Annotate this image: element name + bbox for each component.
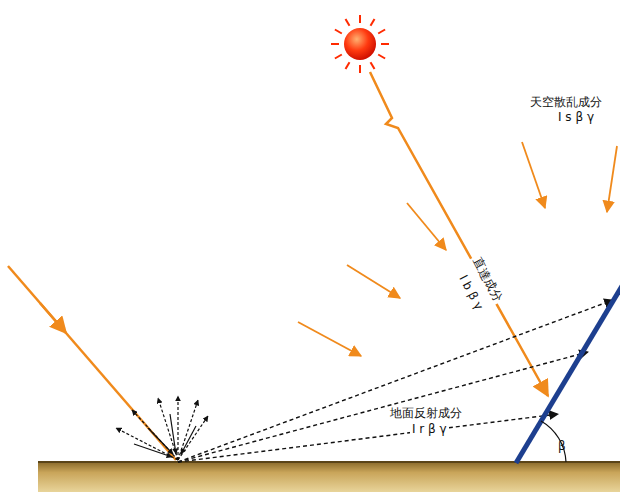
sun-ray bbox=[331, 43, 339, 45]
diffuse-arrows bbox=[298, 142, 617, 356]
sun-ray bbox=[346, 19, 350, 26]
reflection-lines bbox=[178, 300, 613, 462]
sun-ray bbox=[346, 62, 350, 69]
incident-ray-head bbox=[40, 303, 66, 333]
angle-label: β bbox=[556, 440, 568, 453]
component-label: 天空散乱成分 bbox=[528, 96, 604, 109]
sun-ray bbox=[335, 30, 342, 34]
incident-ray bbox=[8, 266, 176, 460]
symbol-label: I s β γ bbox=[556, 111, 596, 124]
sun-ray bbox=[381, 43, 389, 45]
component-label: 地面反射成分 bbox=[388, 407, 464, 420]
sun-ray bbox=[359, 65, 361, 73]
sun-ray bbox=[378, 55, 385, 59]
tilted-panel bbox=[516, 286, 620, 463]
sun-ray bbox=[371, 62, 375, 69]
symbol-label: I r β γ bbox=[410, 423, 449, 436]
ground bbox=[38, 462, 620, 492]
sun bbox=[331, 15, 389, 73]
sun-ray bbox=[335, 55, 342, 59]
sun-ray bbox=[378, 30, 385, 34]
ground-line bbox=[38, 461, 620, 463]
direct-ray bbox=[370, 72, 548, 396]
sun-ray bbox=[371, 19, 375, 26]
scatter-arrows bbox=[116, 396, 208, 460]
sun-ray bbox=[359, 15, 361, 23]
